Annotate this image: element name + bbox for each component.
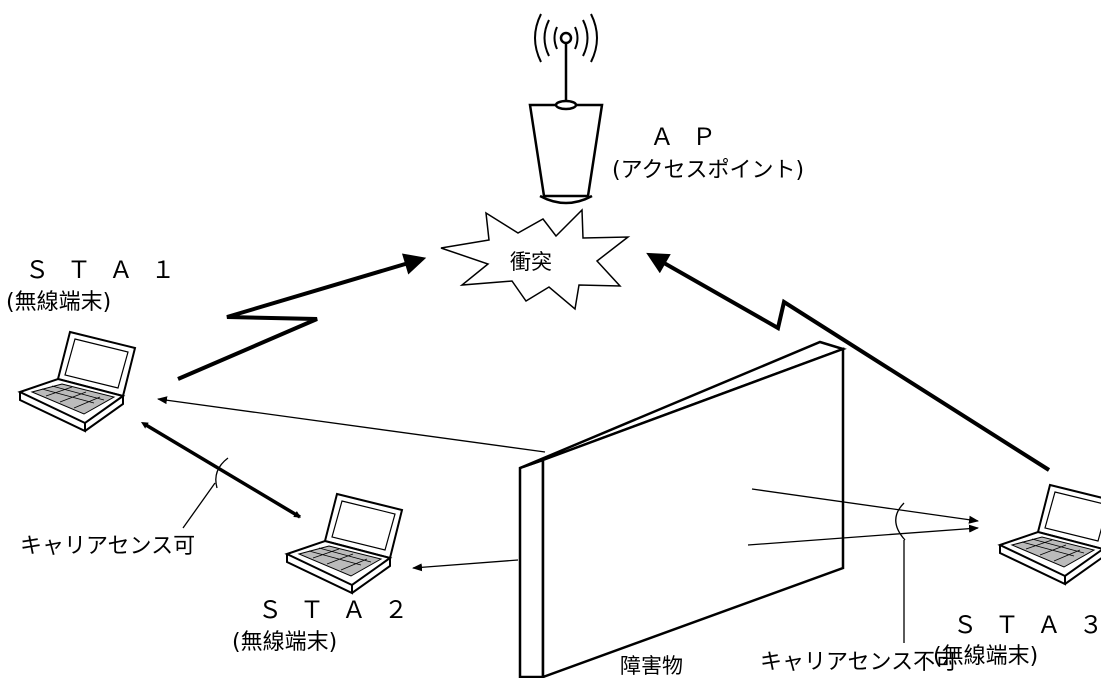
carrier-sense-ok-label: キャリアセンス可 — [20, 534, 196, 559]
sta2-description: (無線端末) — [232, 630, 338, 655]
signal-sta3-to-ap — [646, 252, 1051, 472]
access-point-icon — [528, 13, 604, 205]
laptop-icon-sta2 — [284, 492, 404, 595]
sta1-description: (無線端末) — [6, 290, 112, 315]
sta2-name: ＳＴＡ２ — [258, 596, 426, 624]
signal-wall-to-sta3-a — [751, 488, 979, 524]
laptop-icon-sta3 — [997, 483, 1101, 586]
signal-wall-to-sta3-b — [747, 524, 979, 546]
ap-name: ＡＰ — [650, 123, 734, 151]
signal-wall-to-sta2 — [412, 559, 519, 572]
carrier-sense-sta1-sta2 — [140, 422, 302, 519]
collision-label: 衝突 — [510, 250, 552, 274]
signal-wall-to-sta1 — [157, 396, 546, 453]
laptop-icon-sta1 — [17, 330, 137, 433]
obstacle-label: 障害物 — [620, 654, 683, 678]
obstacle-wall — [518, 340, 847, 678]
access-point-body — [528, 103, 604, 198]
signal-sta1-to-ap — [177, 253, 427, 381]
ap-description: (アクセスポイント) — [612, 158, 805, 183]
sta3-name: ＳＴＡ３ — [953, 611, 1101, 639]
carrier-sense-ng-label: キャリアセンス不可 — [760, 650, 958, 675]
sta3-description: (無線端末) — [933, 644, 1039, 669]
collision-burst — [440, 208, 631, 311]
sta1-name: ＳＴＡ１ — [25, 256, 193, 284]
